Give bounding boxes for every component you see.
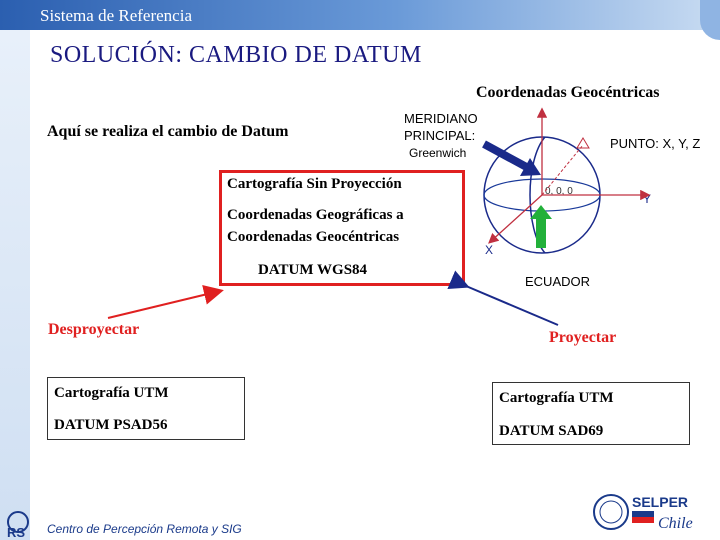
point-vector: [541, 144, 584, 196]
origin-label: 0, 0, 0: [545, 186, 573, 197]
x-axis-label: X: [485, 243, 494, 257]
globe-diagram: [483, 107, 651, 254]
meridian-pointer-head: [520, 158, 541, 176]
logo-subtext: Chile: [658, 515, 693, 532]
center-box-line3: Coordenadas Geocéntricas: [227, 229, 400, 245]
meridian-pointer-shaft: [482, 140, 534, 174]
svg-text:RS: RS: [7, 525, 25, 540]
center-box-line4: DATUM WGS84: [258, 262, 368, 278]
unproject-label: Desproyectar: [48, 321, 140, 338]
source-datum-box: [47, 377, 245, 440]
meridian-label-line2: PRINCIPAL:: [404, 128, 476, 143]
meridian-label-line3: Greenwich: [409, 146, 467, 160]
header-bar: Sistema de Referencia: [0, 0, 720, 30]
crps-logo: RS: [7, 511, 29, 540]
equator-pointer-shaft: [536, 218, 546, 248]
target-datum-box: [492, 382, 690, 445]
unproject-arrow: [107, 285, 224, 319]
footer-text: Centro de Percepción Remota y SIG: [47, 522, 242, 536]
corner-decoration: [700, 0, 720, 40]
geocentric-title: Coordenadas Geocéntricas: [476, 84, 660, 101]
datum-change-note: Aquí se realiza el cambio de Datum: [47, 123, 289, 140]
selper-logo: SELPER Chile: [593, 494, 693, 532]
point-label: PUNTO: X, Y, Z: [610, 136, 701, 151]
slide-title: SOLUCIÓN: CAMBIO DE DATUM: [50, 42, 422, 68]
flag-blue: [632, 511, 654, 517]
target-box-line1: Cartografía UTM: [499, 390, 614, 406]
source-box-line1: Cartografía UTM: [54, 385, 169, 401]
center-projection-box: [219, 170, 465, 286]
target-box-line2: DATUM SAD69: [499, 423, 604, 439]
equator-label: ECUADOR: [525, 274, 591, 289]
center-box-line2: Coordenadas Geográficas a: [227, 207, 404, 223]
header-title: Sistema de Referencia: [40, 6, 192, 25]
project-label: Proyectar: [549, 329, 617, 346]
flag-red: [632, 517, 654, 523]
meridian-label-line1: MERIDIANO: [404, 111, 478, 126]
project-arrow: [447, 270, 559, 326]
point-marker: [576, 137, 590, 149]
logo-text: SELPER: [632, 494, 688, 510]
source-box-line2: DATUM PSAD56: [54, 417, 168, 433]
equator-pointer-head: [530, 205, 552, 219]
center-box-line1: Cartografía Sin Proyección: [227, 176, 402, 192]
left-decorative-strip: [0, 30, 30, 540]
logo-seal: [593, 494, 629, 530]
x-axis: [488, 194, 543, 244]
